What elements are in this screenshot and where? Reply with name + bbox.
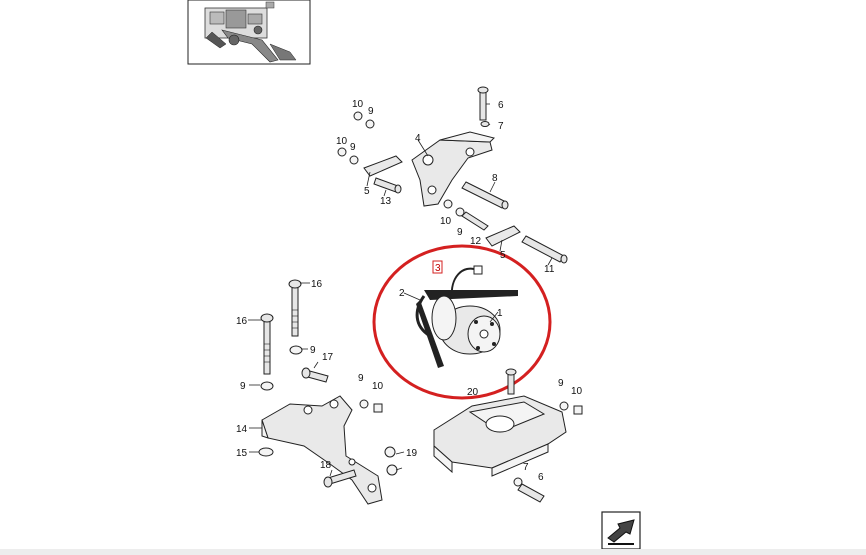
next-page-button[interactable] [601, 511, 641, 550]
callout-5: 5 [364, 186, 370, 197]
callout-5: 5 [500, 250, 506, 261]
callout-16: 16 [236, 316, 248, 327]
callout-12: 12 [470, 236, 482, 247]
callout-6: 6 [498, 100, 504, 111]
highlighted-compressor-area[interactable] [372, 244, 552, 400]
boxed-callout-frame [432, 260, 443, 274]
highlight-circle [372, 244, 552, 400]
callout-19: 19 [406, 448, 418, 459]
callout-10: 10 [571, 386, 583, 397]
right-support-bracket [433, 368, 583, 503]
callout-9: 9 [368, 106, 374, 117]
callout-11: 11 [544, 264, 555, 275]
callout-9: 9 [358, 373, 364, 384]
callout-1: 1 [497, 308, 503, 319]
callout-7: 7 [498, 121, 504, 132]
callout-9: 9 [457, 227, 463, 238]
callout-14: 14 [236, 424, 248, 435]
callout-labels: 10 9 10 9 4 6 7 5 13 8 10 9 12 5 11 3 2 … [236, 99, 583, 483]
callout-9: 9 [350, 142, 356, 153]
callout-10: 10 [440, 216, 452, 227]
callout-6: 6 [538, 472, 544, 483]
callout-13: 13 [380, 196, 392, 207]
callout-8: 8 [492, 173, 498, 184]
callout-9: 9 [310, 345, 316, 356]
callout-10: 10 [352, 99, 364, 110]
callout-4: 4 [415, 133, 421, 144]
callout-9: 9 [558, 378, 564, 389]
callout-18: 18 [320, 460, 332, 471]
callout-20: 20 [467, 387, 479, 398]
callout-17: 17 [322, 352, 334, 363]
callout-3: 3 [435, 263, 441, 274]
tractor-overview-icon [204, 1, 297, 63]
left-support-bracket [258, 279, 398, 505]
leader-lines [248, 103, 553, 477]
callout-9: 9 [240, 381, 246, 392]
callout-10: 10 [336, 136, 348, 147]
overview-thumbnail[interactable] [187, 0, 311, 65]
bottom-scroll-strip [0, 549, 866, 555]
next-page-arrow-icon [607, 519, 635, 545]
upper-bracket-assembly [337, 86, 568, 264]
callout-10: 10 [372, 381, 384, 392]
callout-16: 16 [311, 279, 323, 290]
callout-7: 7 [523, 462, 529, 473]
callout-2: 2 [399, 288, 405, 299]
callout-15: 15 [236, 448, 248, 459]
